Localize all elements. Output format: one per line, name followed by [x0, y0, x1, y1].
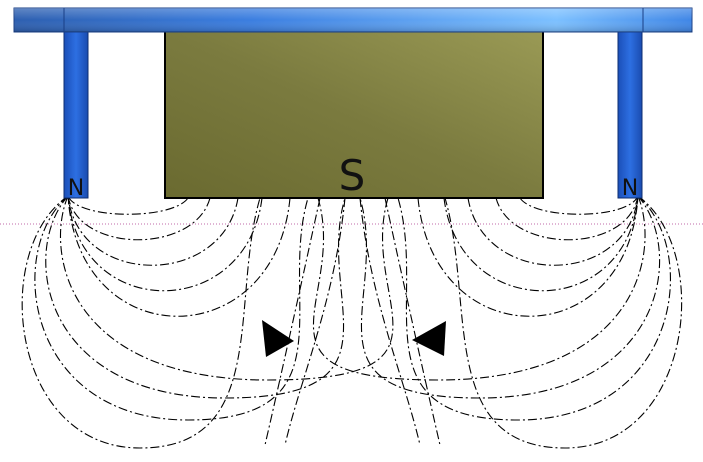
field-arrow-left: [262, 320, 294, 357]
top-bar-shading: [14, 8, 692, 32]
right-leg: [617, 29, 643, 199]
field-line-right-inner: [417, 195, 639, 317]
field-line-left-outer: [59, 195, 394, 381]
field-line-right-central: [384, 197, 441, 446]
field-line-right-outer: [397, 195, 671, 421]
field-lines: [21, 195, 683, 449]
field-line-left-inner: [67, 195, 239, 266]
field-line-center-left: [284, 197, 346, 446]
field-line-left-outer: [45, 195, 346, 399]
field-line-left-outer: [34, 195, 309, 421]
field-line-right-outer: [359, 195, 661, 399]
field-line-left-outer: [21, 195, 261, 449]
left-leg: [63, 29, 89, 199]
field-line-right-inner: [443, 195, 639, 292]
field-line-right-inner: [495, 195, 639, 241]
field-line-right-inner: [519, 195, 639, 215]
center-pole-label: S: [339, 151, 366, 200]
field-line-left-inner: [67, 195, 263, 292]
left-pole-label: N: [68, 176, 84, 201]
field-line-right-outer: [312, 195, 646, 381]
magnet-block: [164, 29, 544, 199]
field-arrow-right: [412, 321, 446, 356]
field-line-left-central: [264, 197, 321, 446]
field-line-left-inner: [67, 195, 291, 317]
field-line-left-inner: [67, 195, 211, 241]
field-line-center-right: [359, 197, 421, 446]
right-pole-label: N: [622, 176, 638, 201]
field-line-right-inner: [467, 195, 639, 266]
field-line-right-outer: [444, 195, 683, 449]
